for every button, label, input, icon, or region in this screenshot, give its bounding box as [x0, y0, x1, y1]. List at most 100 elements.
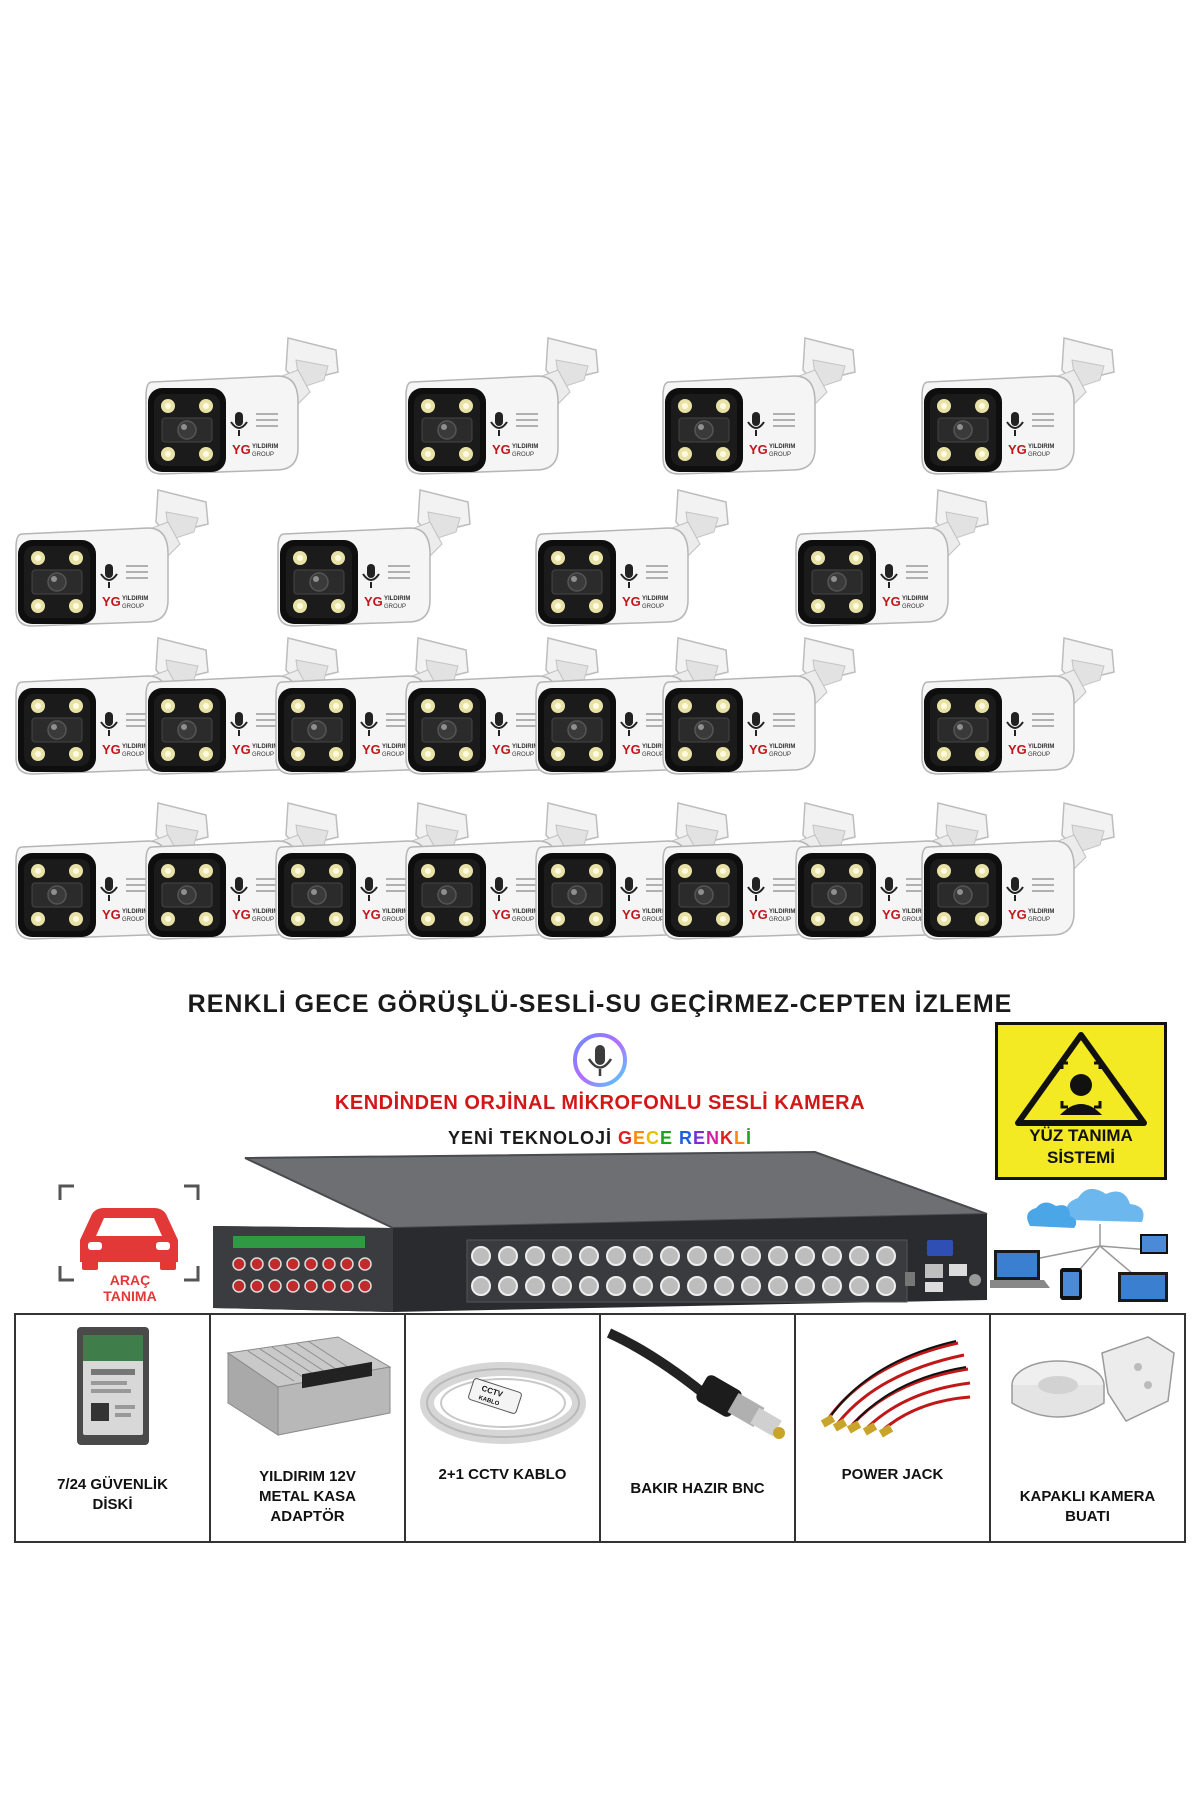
- bnc-port: [687, 1246, 707, 1266]
- bullet-camera: YG YILDIRIM GROUP: [914, 330, 1119, 480]
- audio-port: [322, 1257, 336, 1271]
- accessory-junction-box: KAPAKLI KAMERA BUATI: [991, 1315, 1184, 1541]
- accessory-cable: CCTV KABLO 2+1 CCTV KABLO: [406, 1315, 601, 1541]
- svg-text:YILDIRIM: YILDIRIM: [252, 444, 278, 450]
- audio-port: [358, 1257, 372, 1271]
- cloud-icon: [986, 1188, 1168, 1302]
- cable-coil-icon: CCTV KABLO: [419, 1362, 586, 1444]
- svg-text:YILDIRIM: YILDIRIM: [382, 909, 408, 915]
- bnc-port: [768, 1246, 788, 1266]
- hard-disk-icon: [76, 1327, 149, 1445]
- accessory-label: POWER JACK: [841, 1466, 944, 1483]
- svg-text:YILDIRIM: YILDIRIM: [902, 596, 928, 602]
- svg-text:YILDIRIM: YILDIRIM: [1028, 909, 1054, 915]
- dvr-recorder: [205, 1140, 995, 1315]
- audio-port: [250, 1279, 264, 1293]
- svg-text:GROUP: GROUP: [642, 917, 664, 923]
- svg-text:GROUP: GROUP: [512, 752, 534, 758]
- svg-text:YG: YG: [882, 594, 901, 609]
- audio-port: [286, 1279, 300, 1293]
- rainbow-letter: C: [646, 1128, 660, 1148]
- svg-text:YG: YG: [362, 742, 381, 757]
- microphone-subheadline: KENDİNDEN ORJİNAL MİKROFONLU SESLİ KAMER…: [334, 1092, 866, 1114]
- svg-text:YG: YG: [232, 742, 251, 757]
- rainbow-letter: E: [660, 1128, 674, 1148]
- bnc-port: [606, 1246, 626, 1266]
- svg-text:YILDIRIM: YILDIRIM: [382, 744, 408, 750]
- svg-text:YILDIRIM: YILDIRIM: [252, 909, 278, 915]
- bnc-port: [876, 1276, 896, 1296]
- bnc-port: [768, 1276, 788, 1296]
- svg-text:YG: YG: [492, 442, 511, 457]
- bullet-camera: YG YILDIRIM GROUP: [655, 330, 860, 480]
- svg-text:YG: YG: [1008, 442, 1027, 457]
- microphone-icon: [572, 1032, 628, 1088]
- svg-text:YILDIRIM: YILDIRIM: [1028, 444, 1054, 450]
- bnc-port: [660, 1246, 680, 1266]
- svg-text:YILDIRIM: YILDIRIM: [512, 909, 538, 915]
- svg-text:YG: YG: [882, 907, 901, 922]
- svg-text:YILDIRIM: YILDIRIM: [902, 909, 928, 915]
- rainbow-letter: E: [693, 1128, 707, 1148]
- svg-text:GROUP: GROUP: [512, 452, 534, 458]
- bnc-port: [525, 1276, 545, 1296]
- svg-text:YG: YG: [622, 742, 641, 757]
- svg-text:YG: YG: [102, 594, 121, 609]
- svg-text:GROUP: GROUP: [769, 452, 791, 458]
- audio-ports: [232, 1257, 372, 1293]
- technology-line: YENİ TEKNOLOJİ GECE RENKLİ: [0, 1128, 1200, 1149]
- bnc-port: [471, 1276, 491, 1296]
- svg-text:YG: YG: [749, 742, 768, 757]
- bnc-port: [849, 1276, 869, 1296]
- bnc-port: [579, 1276, 599, 1296]
- audio-port: [286, 1257, 300, 1271]
- svg-text:YILDIRIM: YILDIRIM: [252, 744, 278, 750]
- svg-text:GROUP: GROUP: [252, 917, 274, 923]
- bnc-port: [687, 1276, 707, 1296]
- bnc-port: [552, 1276, 572, 1296]
- bnc-port: [822, 1246, 842, 1266]
- accessory-label: BAKIR HAZIR BNC: [630, 1480, 765, 1497]
- svg-text:YILDIRIM: YILDIRIM: [122, 744, 148, 750]
- bnc-port: [606, 1276, 626, 1296]
- car-recognition-badge: ARAÇ TANIMA: [50, 1180, 208, 1305]
- svg-text:GROUP: GROUP: [642, 752, 664, 758]
- svg-text:GROUP: GROUP: [512, 917, 534, 923]
- bnc-port: [498, 1276, 518, 1296]
- svg-text:YILDIRIM: YILDIRIM: [642, 596, 668, 602]
- rainbow-letter: L: [734, 1128, 747, 1148]
- svg-text:GROUP: GROUP: [1028, 752, 1050, 758]
- bullet-camera: YG YILDIRIM GROUP: [138, 630, 343, 780]
- svg-text:YG: YG: [102, 742, 121, 757]
- bullet-camera: YG YILDIRIM GROUP: [788, 795, 993, 945]
- audio-port: [268, 1257, 282, 1271]
- svg-text:GROUP: GROUP: [252, 452, 274, 458]
- svg-text:GROUP: GROUP: [252, 752, 274, 758]
- accessories-row: 7/24 GÜVENLİK DİSKİ YILDIRIM 12V METAL K…: [14, 1313, 1186, 1543]
- accessory-power-supply: YILDIRIM 12V METAL KASA ADAPTÖR: [211, 1315, 406, 1541]
- audio-port: [322, 1279, 336, 1293]
- bullet-camera: YG YILDIRIM GROUP: [914, 795, 1119, 945]
- rainbow-letter: İ: [746, 1128, 753, 1148]
- svg-text:GROUP: GROUP: [769, 917, 791, 923]
- svg-text:YG: YG: [364, 594, 383, 609]
- bnc-port: [552, 1246, 572, 1266]
- audio-port: [250, 1257, 264, 1271]
- bnc-port: [876, 1246, 896, 1266]
- svg-text:YG: YG: [622, 907, 641, 922]
- audio-port: [268, 1279, 282, 1293]
- junction-box-icon: [1010, 1336, 1175, 1422]
- svg-text:YG: YG: [492, 742, 511, 757]
- bullet-camera: YG YILDIRIM GROUP: [398, 630, 603, 780]
- accessory-power-jack: POWER JACK: [796, 1315, 991, 1541]
- face-sign-label: YÜZ TANIMA SİSTEMİ: [1029, 1126, 1133, 1167]
- bnc-port: [714, 1246, 734, 1266]
- bnc-port: [822, 1276, 842, 1296]
- rainbow-letter: K: [720, 1128, 735, 1148]
- bullet-camera: YG YILDIRIM GROUP: [914, 630, 1119, 780]
- rainbow-letter: G: [617, 1128, 633, 1148]
- accessory-bnc: BAKIR HAZIR BNC: [601, 1315, 796, 1541]
- audio-port: [304, 1279, 318, 1293]
- svg-text:YG: YG: [1008, 742, 1027, 757]
- svg-text:GROUP: GROUP: [769, 752, 791, 758]
